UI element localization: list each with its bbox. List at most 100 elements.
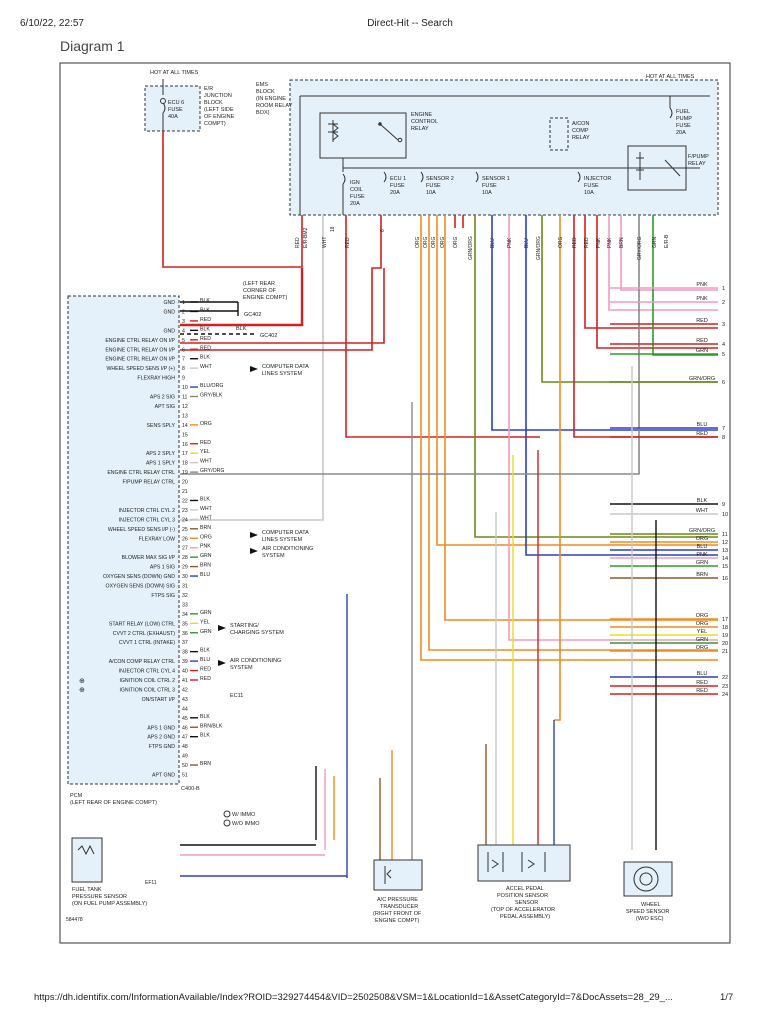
- right-wire-color: BLU: [697, 544, 708, 550]
- right-wire-number: 4: [722, 342, 725, 348]
- right-wire-number: 8: [722, 435, 725, 441]
- pcm-pin-number: 3: [182, 319, 185, 325]
- right-wire-number: 5: [722, 352, 725, 358]
- pcm-wire-color: BRN/BLK: [200, 723, 223, 729]
- pcm-wire-color: BLK: [200, 326, 210, 332]
- svg-text:RED: RED: [584, 237, 590, 248]
- junction-label: (LEFT SIDE: [204, 107, 234, 113]
- pcm-pin-number: 5: [182, 338, 185, 344]
- pcm-pin-number: 23: [182, 508, 188, 514]
- right-wire-number: 6: [722, 380, 725, 386]
- pcm-pin-label: APS 2 SPLY: [146, 451, 176, 457]
- pcm-wire-color: WHT: [200, 364, 213, 370]
- pcm-pin-number: 15: [182, 432, 188, 438]
- pcm-wire-color: RED: [200, 336, 211, 342]
- pcm-wire-color: GRN: [200, 629, 212, 635]
- right-wire-number: 20: [722, 641, 728, 647]
- arrow-label: AIR CONDITIONING: [230, 658, 281, 664]
- pcm-wire-color: GRN: [200, 553, 212, 559]
- svg-text:GRN/ORG: GRN/ORG: [468, 236, 474, 260]
- right-wire-number: 14: [722, 556, 728, 562]
- pcm-wire-color: RED: [200, 345, 211, 351]
- svg-text:RED: RED: [345, 237, 351, 248]
- pcm-pin-label: FLEXRAY HIGH: [137, 376, 175, 382]
- pcm-pin-label: INJECTOR CTRL CYL 3: [119, 517, 175, 523]
- right-wire-color: ORG: [696, 536, 709, 542]
- pcm-pin-label: APS 2 SIG: [150, 395, 175, 401]
- pcm-wire-color: BLU/ORG: [200, 383, 223, 389]
- pcm-pin-number: 51: [182, 773, 188, 779]
- right-wire-color: ORG: [696, 613, 709, 619]
- svg-text:WHT: WHT: [322, 237, 328, 248]
- right-wire-number: 18: [722, 625, 728, 631]
- pcm-pin-label: GND: [163, 309, 175, 315]
- svg-text:6: 6: [380, 229, 386, 232]
- ems-label: (IN ENGINE: [256, 96, 286, 102]
- component-label: (ON FUEL PUMP ASSEMBLY): [72, 901, 147, 907]
- immo-note: W/O IMMO: [232, 821, 260, 827]
- pcm-pin-number: 39: [182, 659, 188, 665]
- right-wire-number: 7: [722, 426, 725, 432]
- pcm-pin-number: 13: [182, 413, 188, 419]
- pcm-name: PCM: [70, 793, 83, 799]
- pcm-box: [67, 295, 180, 785]
- pcm-pin-number: 21: [182, 489, 188, 495]
- right-wire-color: BLU: [697, 422, 708, 428]
- right-wire-number: 3: [722, 322, 725, 328]
- pcm-wire-color: PNK: [200, 544, 211, 550]
- sensor2-fuse-label: SENSOR 2: [426, 176, 454, 182]
- pcm-pin-label: WHEEL SPEED SENS I/P (-): [108, 527, 175, 533]
- svg-text:BLU: BLU: [524, 238, 530, 248]
- right-wire-color: GRN/ORG: [689, 528, 715, 534]
- ecr-label: RELAY: [411, 126, 429, 132]
- ign-fuse-label: 20A: [350, 201, 360, 207]
- ecu6-fuse-block: HOT AT ALL TIMES ECU 6 FUSE 40A E/R JUNC…: [144, 70, 235, 132]
- component-label: (RIGHT FRONT OF: [373, 911, 422, 917]
- pcm-pin-number: 35: [182, 621, 188, 627]
- pcm-pin-label: INJECTOR CTRL CYL 2: [119, 508, 175, 514]
- immo-notes: W/ IMMO W/O IMMO: [223, 810, 260, 827]
- pcm-pin-label: START RELAY (LOW) CTRL: [109, 621, 175, 627]
- pcm-pin-label: BLOWER MAX SIG I/P: [122, 555, 176, 561]
- arrow-label: LINES SYSTEM: [262, 371, 302, 377]
- pcm-wire-color: RED: [200, 440, 211, 446]
- pcm-pin-number: 33: [182, 602, 188, 608]
- component-label: (TOP OF ACCELERATOR: [491, 907, 555, 913]
- pcm-wire-color: RED: [200, 676, 211, 682]
- pcm-pin-number: 32: [182, 593, 188, 599]
- right-wire-color: RED: [696, 318, 708, 324]
- right-wire-color: PNK: [696, 552, 708, 558]
- ems-block-box: [289, 79, 719, 216]
- footer-url[interactable]: https://dh.identifix.com/InformationAvai…: [34, 992, 673, 1003]
- pcm-pin-label: INJECTOR CTRL CYL 4: [119, 669, 175, 675]
- pcm-pin-number: 20: [182, 480, 188, 486]
- component-label: SENSOR: [515, 900, 538, 906]
- sensor1-fuse-label: SENSOR 1: [482, 176, 510, 182]
- component-label: POSITION SENSOR: [497, 893, 548, 899]
- pcm-pin-number: 46: [182, 725, 188, 731]
- pcm-pin-number: 43: [182, 697, 188, 703]
- pcm-pin-label: ENGINE CTRL RELAY CTRL: [107, 470, 175, 476]
- arrow-label: CHARGING SYSTEM: [230, 630, 284, 636]
- wheel-speed-sensor: WHEEL SPEED SENSOR (W/O ESC): [623, 861, 673, 922]
- pcm-wire-color: BLK: [200, 307, 210, 313]
- acon-relay-label: RELAY: [572, 135, 590, 141]
- print-datetime: 6/10/22, 22:57: [20, 18, 84, 29]
- svg-text:E/R-BM2: E/R-BM2: [303, 228, 309, 249]
- fp-fuse-label: 20A: [676, 130, 686, 136]
- pcm-wire-color: BLK: [200, 355, 210, 361]
- right-wire-number: 24: [722, 692, 728, 698]
- right-wire-number: 13: [722, 548, 728, 554]
- ems-block: EMS BLOCK (IN ENGINE ROOM RELAY BOX) HOT…: [256, 74, 719, 216]
- pcm-pin-number: 30: [182, 574, 188, 580]
- pcm-pin-label: SENS SPLY: [147, 423, 176, 429]
- pcm-pin-number: 9: [182, 376, 185, 382]
- svg-text:PNK: PNK: [596, 237, 602, 248]
- svg-text:ORG: ORG: [415, 237, 421, 249]
- pcm-pin-number: 36: [182, 631, 188, 637]
- right-wire-number: 9: [722, 502, 725, 508]
- ground-location: (LEFT REAR: [243, 281, 275, 287]
- right-wire-number: 17: [722, 617, 728, 623]
- ign-fuse-label: COIL: [350, 187, 363, 193]
- ems-label: EMS: [256, 82, 268, 88]
